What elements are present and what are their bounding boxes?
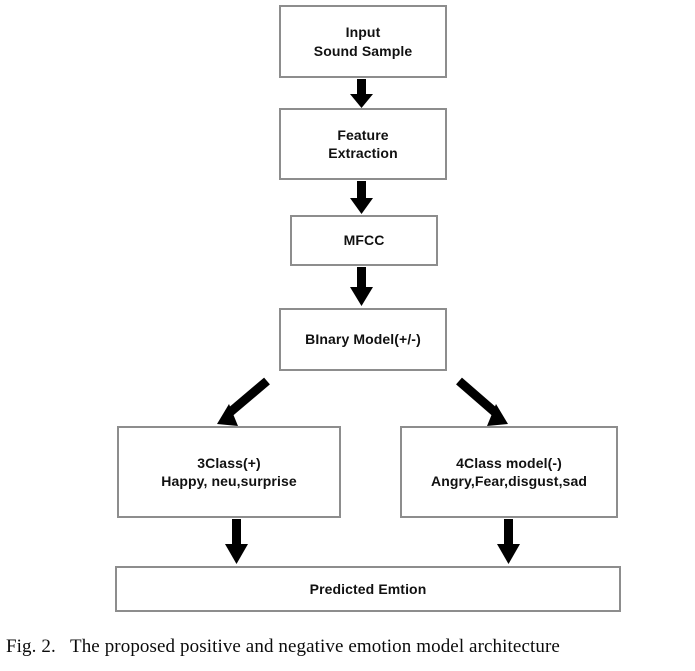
- arrow-feature-to-mfcc: [350, 181, 373, 214]
- figure-caption: Fig. 2. The proposed positive and negati…: [6, 636, 560, 657]
- node-three-class-line2: Happy, neu,surprise: [161, 473, 297, 489]
- arrow-mfcc-to-binary: [350, 267, 373, 306]
- node-input-sound-sample: Input Sound Sample: [279, 5, 447, 78]
- node-mfcc: MFCC: [290, 215, 438, 266]
- node-binary-model: BInary Model(+/-): [279, 308, 447, 371]
- node-feature-line1: Feature: [337, 126, 389, 143]
- node-three-class-line1: 3Class(+): [197, 454, 261, 471]
- node-predicted-label: Predicted Emtion: [309, 580, 427, 597]
- node-binary-label: BInary Model(+/-): [305, 331, 421, 348]
- node-four-class-line2: Angry,Fear,disgust,sad: [431, 473, 587, 489]
- node-mfcc-label: MFCC: [343, 232, 385, 249]
- arrow-binary-to-4class: [456, 377, 508, 426]
- node-predicted-emotion: Predicted Emtion: [115, 566, 621, 612]
- arrow-input-to-feature: [350, 79, 373, 108]
- node-feature-extraction: Feature Extraction: [279, 108, 447, 180]
- node-three-class-positive: 3Class(+) Happy, neu,surprise: [117, 426, 341, 518]
- node-feature-line2: Extraction: [328, 145, 398, 161]
- arrow-3class-to-predicted: [225, 519, 248, 564]
- node-four-class-line1: 4Class model(-): [456, 454, 562, 471]
- node-four-class-negative: 4Class model(-) Angry,Fear,disgust,sad: [400, 426, 618, 518]
- arrow-4class-to-predicted: [497, 519, 520, 564]
- node-input-line1: Input: [345, 24, 381, 41]
- node-input-line2: Sound Sample: [313, 42, 413, 59]
- arrow-binary-to-3class: [217, 377, 270, 426]
